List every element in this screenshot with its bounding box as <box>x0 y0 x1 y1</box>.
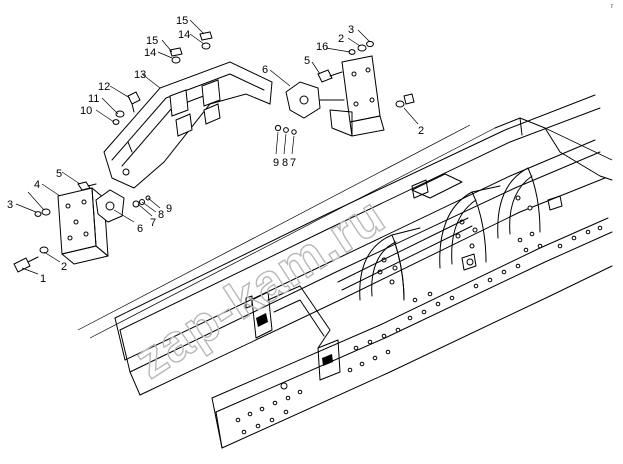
nut-icon <box>34 211 42 217</box>
callout-11: 11 <box>88 93 99 105</box>
stabilizer-arm <box>103 31 273 189</box>
callout-3b: 3 <box>348 24 354 36</box>
callout-15b: 15 <box>176 15 188 27</box>
callout-14b: 14 <box>178 29 190 41</box>
callout-1: 1 <box>40 273 46 285</box>
callout-9b: 9 <box>273 157 279 169</box>
callout-15: 15 <box>146 35 158 47</box>
rail-holes <box>235 225 603 435</box>
callout-12: 12 <box>98 81 110 93</box>
callout-5: 5 <box>56 168 62 180</box>
callout-2: 2 <box>61 261 67 273</box>
bolt-icon <box>13 257 31 273</box>
bolt-icon <box>127 91 141 105</box>
callout-13: 13 <box>134 69 146 81</box>
callout-2b: 2 <box>338 33 344 45</box>
callout-9: 9 <box>166 203 172 215</box>
callout-labels: 1 2 3 4 5 6 7 8 9 10 11 12 13 14 15 16 2… <box>7 15 424 285</box>
bolt-icon <box>77 181 91 191</box>
callout-leaders <box>15 19 419 275</box>
callout-10: 10 <box>80 105 92 117</box>
mounted-bracket <box>245 285 341 381</box>
callout-7: 7 <box>150 217 156 229</box>
bolt-icon <box>317 69 333 83</box>
corner-mark: r <box>611 3 614 10</box>
washer-icon <box>41 208 51 216</box>
callout-14: 14 <box>144 47 156 59</box>
callout-6: 6 <box>137 223 143 235</box>
callout-8b: 8 <box>282 157 288 169</box>
callout-2c: 2 <box>418 125 424 137</box>
cross-member-3 <box>497 167 541 239</box>
callout-7b: 7 <box>290 157 296 169</box>
callout-16: 16 <box>316 41 328 53</box>
callout-3: 3 <box>7 199 13 211</box>
chassis-frame <box>77 94 613 449</box>
watermark-text: zap-kam.ru <box>125 186 395 390</box>
right-bracket-assembly <box>274 40 415 137</box>
callout-4: 4 <box>34 179 40 191</box>
callout-6b: 6 <box>262 64 268 76</box>
callout-5b: 5 <box>304 55 310 67</box>
callout-8: 8 <box>158 209 164 221</box>
left-bracket-assembly <box>13 181 151 273</box>
